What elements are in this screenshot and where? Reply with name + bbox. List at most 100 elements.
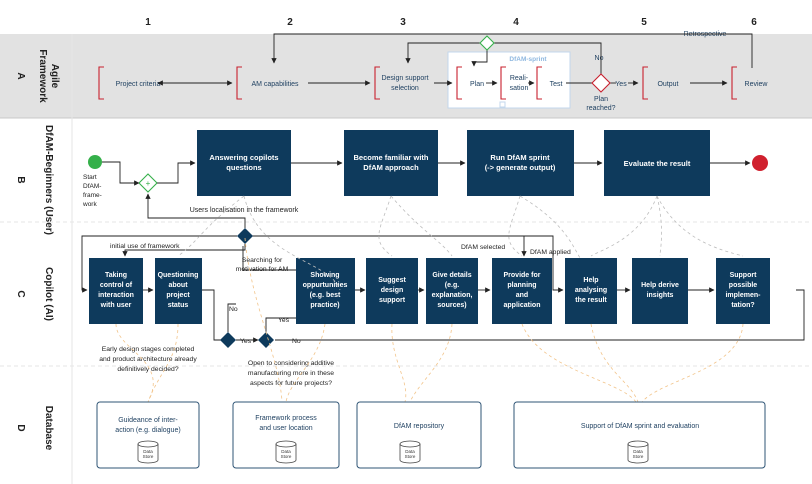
store-label-d1: Data [633,449,643,454]
copilot-no-2: No [292,338,301,345]
plan-reached-label-2: reached? [586,105,615,112]
column-4: 4 [513,17,519,28]
copilot-label-2-3: practice) [310,302,339,309]
project-criteria-label: Project criteria [116,81,161,88]
copilot-label-8-3: tation? [731,302,754,309]
sprint-label-1: Run DfAM sprint [490,153,550,162]
evaluate-label: Evaluate the result [624,159,691,168]
copilot-box-analysing [565,258,617,324]
copilot-label-3-2: support [379,297,406,304]
design-support-label-1: Design support [381,75,428,82]
copilot-label-0-1: control of [100,282,133,289]
answering-questions-box [197,130,291,196]
copilot-box-showing [296,258,355,324]
store-label-d2: Store [633,454,644,459]
copilot-label-2-1: oppurtunities [303,282,348,289]
copilot-label-1-2: project [166,292,190,299]
store-label-a1: Data [143,449,153,454]
agile-no-label: No [595,55,604,62]
searching-label-2: motivation for AM [236,266,289,273]
store-label-b1: Data [281,449,291,454]
copilot-box-control [89,258,143,324]
start-label-1: Start [83,174,97,181]
dfam-sprint-box [447,51,571,109]
copilot-label-5-1: planning [507,282,536,289]
column-2: 2 [287,17,293,28]
database-boxes [96,401,766,469]
db-label-1-1: and user location [259,425,312,432]
db-label-0-1: action (e.g. dialogue) [115,427,180,434]
copilot-label-6-2: the result [575,297,607,304]
copilot-label-4-2: explanation, [432,292,473,299]
copilot-yes-1: Yes [240,338,252,345]
column-6: 6 [751,17,757,28]
localisation-gateway [237,228,253,244]
open-question-1: Open to considering additive [248,360,334,367]
start-label-3: frame- [83,192,102,199]
data-store-icon [137,440,159,464]
data-stores [137,440,649,464]
early-question-1: Early design stages completed [102,346,195,353]
copilot-box-questioning [155,258,202,324]
copilot-box-details [426,258,478,324]
data-store-icon [275,440,297,464]
lane-d-title: Database [43,406,54,451]
test-label: Test [550,81,563,88]
lane-a-title-2: Framework [37,49,48,103]
evaluate-result-box [604,130,710,196]
start-event [88,155,102,169]
review-label: Review [745,81,769,88]
lane-b-title: DfAM-Beginners (User) [43,125,54,235]
lane-c-letter: C [15,290,26,297]
open-to-am-gateway [258,332,274,348]
familiar-label-2: DfAM approach [363,163,419,172]
column-3: 3 [400,17,406,28]
lane-a-title-1: Agile [49,64,60,89]
sprint-start-gateway [479,35,495,51]
copilot-label-5-0: Provide for [504,272,541,279]
realisation-label-2: sation [510,85,529,92]
users-localisation-label: Users localisation in the framework [190,207,299,214]
copilot-label-3-1: design [381,287,404,294]
copilot-label-4-1: (e.g. [445,282,459,289]
store-label-a2: Store [143,454,154,459]
db-label-0-0: Guideance of inter- [118,417,178,424]
copilot-label-1-0: Questioning [158,272,199,279]
copilot-no-1: No [229,306,238,313]
become-familiar-box [344,130,438,196]
column-headers: 1 2 3 4 5 6 [145,17,757,28]
copilot-label-8-0: Support [730,272,757,279]
early-question-3: definitively decided? [117,366,178,373]
copilot-label-7-1: insights [647,292,674,299]
run-dfam-sprint-box [467,130,574,196]
db-label-1-0: Framework process [255,415,317,422]
searching-label-1: Searching for [242,257,283,264]
lane-titles: Agile Framework A DfAM-Beginners (User) … [15,49,60,450]
store-label-c1: Data [405,449,415,454]
lane-a-letter: A [15,72,26,79]
early-question-2: and product architecture already [99,356,197,363]
copilot-label-5-3: application [504,302,541,309]
db-box-guidance [96,401,200,469]
dfam-sprint-title: DfAM-sprint [509,56,547,63]
copilot-label-1-3: status [168,302,189,309]
agile-yes-label: Yes [615,81,627,88]
svg-text:+: + [146,179,151,188]
output-label: Output [657,81,678,88]
copilot-label-5-2: and [516,292,528,299]
plan-reached-label-1: Plan [594,96,608,103]
db-box-framework [232,401,340,469]
plan-label: Plan [470,81,484,88]
copilot-label-7-0: Help derive [641,282,679,289]
initial-use-label: initial use of framework [110,243,180,250]
copilot-label-4-3: sources) [437,302,466,309]
copilot-label-4-0: Give details [432,272,471,279]
copilot-box-suggest [366,258,418,324]
copilot-label-2-2: (e.g. best [310,292,341,299]
lane-a-background [0,34,812,118]
copilot-yes-2: Yes [278,317,290,324]
dfam-applied-label: DfAM applied [530,249,571,256]
data-store-icon [627,440,649,464]
lane-b-letter: B [15,176,26,183]
db-label-3-0: Support of DfAM sprint and evaluation [581,423,699,430]
